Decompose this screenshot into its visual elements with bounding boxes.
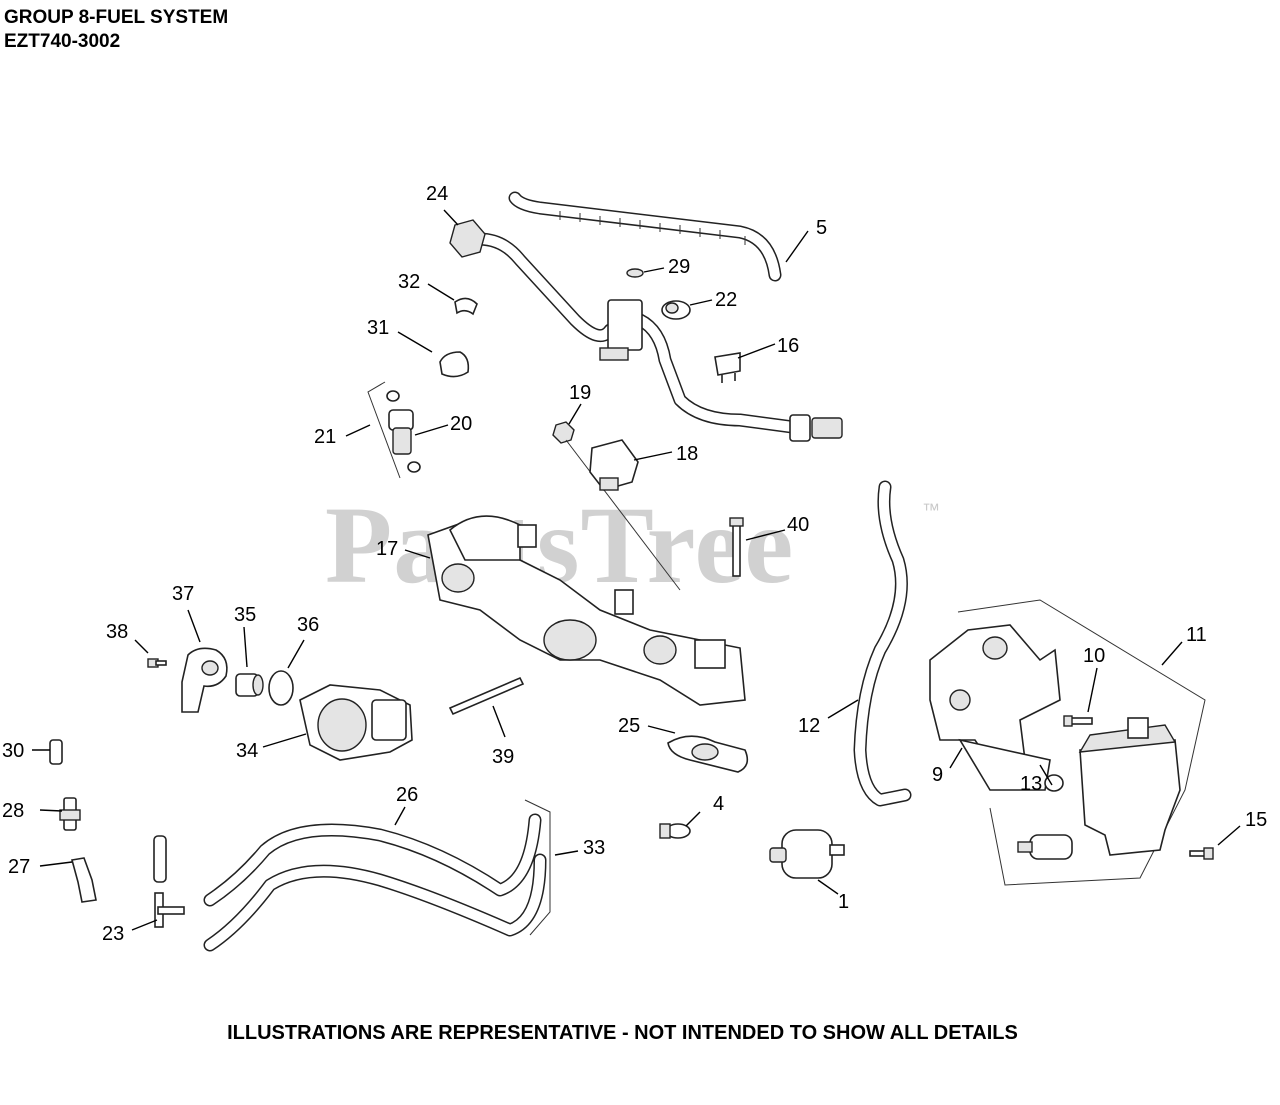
callout-13[interactable]: 13: [1020, 773, 1042, 795]
part-15-screw[interactable]: [1189, 847, 1214, 860]
group-title: GROUP 8-FUEL SYSTEM: [4, 7, 229, 28]
diagram-header: GROUP 8-FUEL SYSTEM EZT740-3002: [4, 6, 228, 54]
callout-1[interactable]: 1: [838, 891, 849, 913]
part-17-intake-manifold[interactable]: [427, 515, 746, 706]
part-29-washer[interactable]: [626, 268, 644, 278]
callout-15[interactable]: 15: [1245, 809, 1267, 831]
part-39-stud[interactable]: [448, 676, 525, 716]
part-27-elbow-hose[interactable]: [70, 857, 97, 903]
callout-32[interactable]: 32: [398, 271, 420, 293]
part-38-screw[interactable]: [147, 658, 167, 668]
callout-24[interactable]: 24: [426, 183, 448, 205]
callout-31[interactable]: 31: [367, 317, 389, 339]
part-24-fuel-hose-assembly[interactable]: [449, 219, 843, 442]
part-11-group-outline: [957, 599, 1206, 886]
part-4-hose-clamp[interactable]: [659, 823, 691, 839]
part-13-clamp[interactable]: [1044, 774, 1064, 792]
callout-5[interactable]: 5: [816, 217, 827, 239]
part-12-fuel-hose[interactable]: [853, 480, 912, 807]
callout-19[interactable]: 19: [569, 382, 591, 404]
part-31-seal[interactable]: [439, 351, 470, 378]
part-filter-small[interactable]: [1017, 834, 1073, 860]
callout-11[interactable]: 11: [1186, 624, 1207, 646]
callout-18[interactable]: 18: [676, 443, 698, 465]
part-16-clip[interactable]: [714, 352, 741, 383]
callout-38[interactable]: 38: [106, 621, 128, 643]
part-hose-short[interactable]: [153, 835, 167, 883]
part-18-sensor[interactable]: [589, 439, 639, 491]
part-11-fuel-pump-module[interactable]: [1078, 717, 1181, 856]
disclaimer-footer: ILLUSTRATIONS ARE REPRESENTATIVE - NOT I…: [227, 1022, 1018, 1044]
callout-17[interactable]: 17: [376, 538, 398, 560]
part-37-sensor[interactable]: [181, 647, 228, 713]
callout-37[interactable]: 37: [172, 583, 194, 605]
callout-22[interactable]: 22: [715, 289, 737, 311]
callout-34[interactable]: 34: [236, 740, 258, 762]
callout-16[interactable]: 16: [777, 335, 799, 357]
callout-20[interactable]: 20: [450, 413, 472, 435]
part-28-check-valve[interactable]: [59, 797, 81, 831]
callout-10[interactable]: 10: [1083, 645, 1105, 667]
callout-39[interactable]: 39: [492, 746, 514, 768]
part-21-bracket-line: [367, 381, 401, 479]
callout-labels: 1 4 5 9 10 11 12 13 15 16 17 18 19 20 21…: [2, 183, 1267, 945]
callout-40[interactable]: 40: [787, 514, 809, 536]
part-22-grommet[interactable]: [661, 300, 691, 320]
callout-35[interactable]: 35: [234, 604, 256, 626]
part-30-hose-piece[interactable]: [49, 739, 63, 765]
part-34-throttle-body[interactable]: [299, 684, 413, 761]
callout-36[interactable]: 36: [297, 614, 319, 636]
part-10-bolt[interactable]: [1063, 715, 1093, 727]
part-40-bolt[interactable]: [729, 517, 744, 577]
part-32-clamp[interactable]: [454, 297, 478, 316]
part-33-bracket-line: [524, 799, 551, 936]
callout-33[interactable]: 33: [583, 837, 605, 859]
callout-21[interactable]: 21: [314, 426, 336, 448]
part-9-bracket[interactable]: [929, 624, 1061, 791]
leader-lines: [32, 209, 1241, 931]
callout-26[interactable]: 26: [396, 784, 418, 806]
callout-27[interactable]: 27: [8, 856, 30, 878]
model-number: EZT740-3002: [4, 31, 121, 52]
part-35-spacer[interactable]: [235, 673, 264, 697]
callout-4[interactable]: 4: [713, 793, 724, 815]
part-1-fuel-filter[interactable]: [769, 829, 845, 879]
part-19-bolt[interactable]: [552, 421, 575, 444]
callout-25[interactable]: 25: [618, 715, 640, 737]
part-33-fuel-hose[interactable]: [203, 853, 547, 952]
callout-9[interactable]: 9: [932, 764, 943, 786]
callout-30[interactable]: 30: [2, 740, 24, 762]
part-5-fuel-line[interactable]: [508, 191, 782, 282]
callout-23[interactable]: 23: [102, 923, 124, 945]
part-36-o-ring[interactable]: [268, 670, 294, 706]
callout-12[interactable]: 12: [798, 715, 820, 737]
trademark-symbol: ™: [922, 500, 940, 520]
callout-28[interactable]: 28: [2, 800, 24, 822]
callout-29[interactable]: 29: [668, 256, 690, 278]
part-23-tee-fitting[interactable]: [154, 892, 185, 928]
bolt-alignment-line: [565, 439, 681, 591]
part-26-fuel-hose[interactable]: [203, 813, 542, 907]
part-20-injector[interactable]: [386, 390, 421, 473]
part-25-gasket[interactable]: [667, 735, 749, 773]
